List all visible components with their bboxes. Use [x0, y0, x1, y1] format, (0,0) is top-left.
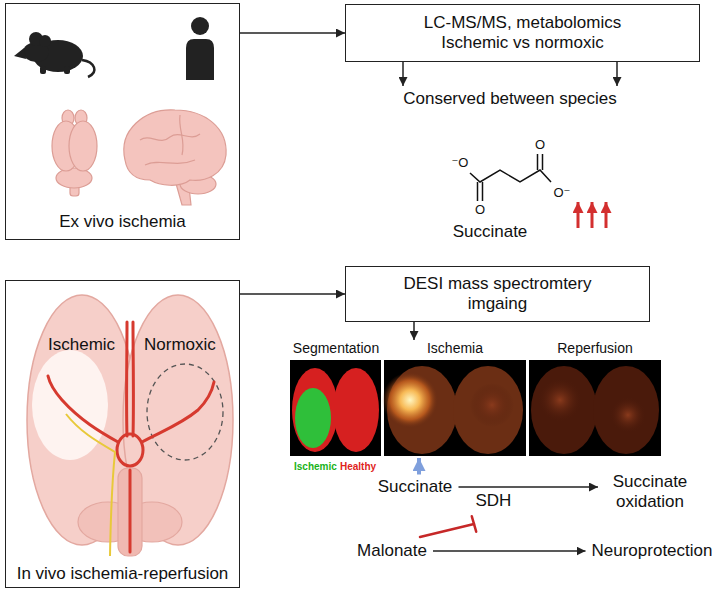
human-brain	[180, 115, 183, 155]
edge-label: SDH	[473, 491, 513, 511]
image-panel: Ischemia	[384, 340, 526, 458]
drug-node: Malonate	[351, 539, 433, 564]
reperfusion-image	[529, 360, 661, 456]
increase-arrows	[591, 202, 594, 228]
atom-label: ⁻O	[452, 155, 469, 171]
atom-label: O	[475, 202, 485, 218]
ischemia-image	[453, 366, 523, 454]
process-box: DESI mass spectromtery imgaing	[345, 266, 650, 322]
succinate-structure	[478, 182, 483, 201]
brain-inferior-view	[147, 364, 223, 460]
ischemia-image	[470, 383, 514, 427]
node-text: Ischemia	[384, 340, 526, 357]
arrow-connector	[616, 62, 618, 86]
node-text: Ischemic	[294, 461, 337, 473]
node-text: Conserved between species	[403, 89, 617, 109]
image-panel: Reperfusion	[529, 340, 661, 458]
node-text: Segmentation	[290, 340, 382, 357]
node-text: Ischemic	[48, 335, 115, 355]
node-text: DESI mass spectromtery imgaing	[390, 274, 605, 315]
molecule-name: Succinate	[453, 222, 528, 242]
brain-inferior-view	[27, 295, 233, 556]
reperfusion-image	[610, 397, 646, 433]
mouse-icon	[39, 35, 51, 47]
brain-inferior-view	[132, 322, 135, 436]
mouse-icon	[82, 60, 94, 77]
segmentation-image	[333, 368, 379, 452]
brain-inferior-view	[129, 470, 132, 552]
metabolite-node: Succinate oxidation	[598, 470, 702, 515]
mouse-icon	[14, 32, 94, 77]
mouse-icon	[40, 66, 46, 74]
node-text: Succinate oxidation	[604, 472, 696, 513]
mouse-icon	[14, 48, 26, 59]
text-node: Conserved between species	[395, 86, 625, 112]
succinate-structure	[470, 154, 551, 201]
increase-arrows	[577, 202, 580, 228]
succinate-structure	[470, 170, 551, 182]
human-icon	[186, 39, 214, 80]
node-text: Reperfusion	[529, 340, 661, 357]
process-box: LC-MS/MS, metabolomics Ischemic vs normo…	[345, 4, 700, 62]
arrow-connector	[402, 62, 404, 86]
segmentation-image	[290, 360, 381, 456]
panel-box: Ex vivo ischemia	[5, 3, 240, 240]
brain-inferior-view	[117, 434, 143, 466]
node-text: LC-MS/MS, metabolomics Ischemic vs normo…	[400, 13, 645, 54]
node-text: Normoxic	[144, 335, 216, 355]
arrow-connector	[417, 458, 421, 475]
segmentation-image	[295, 388, 331, 448]
metabolite-node: Succinate	[372, 475, 459, 500]
node-text: Healthy	[340, 461, 376, 473]
arrow-connector	[240, 32, 345, 34]
reperfusion-image	[538, 378, 582, 422]
ischemia-image	[382, 372, 438, 428]
human-brain	[124, 110, 226, 205]
brain-inferior-view	[66, 414, 115, 556]
reperfusion-image	[593, 366, 659, 454]
ischemia-image	[382, 360, 526, 456]
human-icon	[191, 17, 209, 35]
human-icon	[186, 17, 214, 80]
atom-label: O	[535, 137, 545, 153]
panel-box: Ischemic Normoxic In vivo ischemia-reperfu…	[5, 280, 240, 588]
arrow-connector	[240, 293, 345, 295]
human-brain	[124, 110, 226, 185]
increase-arrows	[578, 202, 606, 228]
mouse-brain	[69, 121, 97, 171]
reperfusion-image	[529, 360, 661, 456]
human-brain	[140, 134, 200, 140]
atom-label: O⁻	[554, 185, 571, 201]
inhibition-line	[420, 516, 476, 537]
reperfusion-image	[531, 366, 597, 454]
brain-inferior-view	[32, 350, 108, 460]
brain-inferior-view	[118, 468, 142, 556]
inhibition-line	[420, 524, 474, 537]
segmentation-image	[292, 368, 338, 452]
mouse-brain	[56, 168, 92, 188]
node-text: Ex vivo ischemia	[6, 212, 239, 232]
arrow-connector	[433, 550, 586, 552]
arrow-connector	[413, 322, 415, 340]
inhibition-line	[472, 516, 476, 531]
brain-inferior-view	[142, 382, 214, 442]
image-panel: SegmentationIschemicHealthy	[290, 340, 382, 478]
arrow-connector	[459, 486, 599, 488]
node-text: In vivo ischemia-reperfusion	[6, 564, 239, 584]
brain-inferior-view	[48, 322, 214, 552]
mouse-icon	[64, 66, 70, 74]
node-text: Malonate	[357, 541, 427, 561]
outcome-node: Neuroprotection	[586, 539, 719, 564]
mouse-brain	[52, 110, 97, 196]
node-text: Neuroprotection	[592, 541, 713, 561]
human-brain	[145, 160, 195, 165]
succinate-structure	[538, 154, 543, 170]
increase-arrows	[605, 202, 608, 228]
brain-inferior-view	[125, 322, 128, 436]
node-text: Succinate	[378, 477, 453, 497]
segmentation-image	[290, 360, 381, 456]
